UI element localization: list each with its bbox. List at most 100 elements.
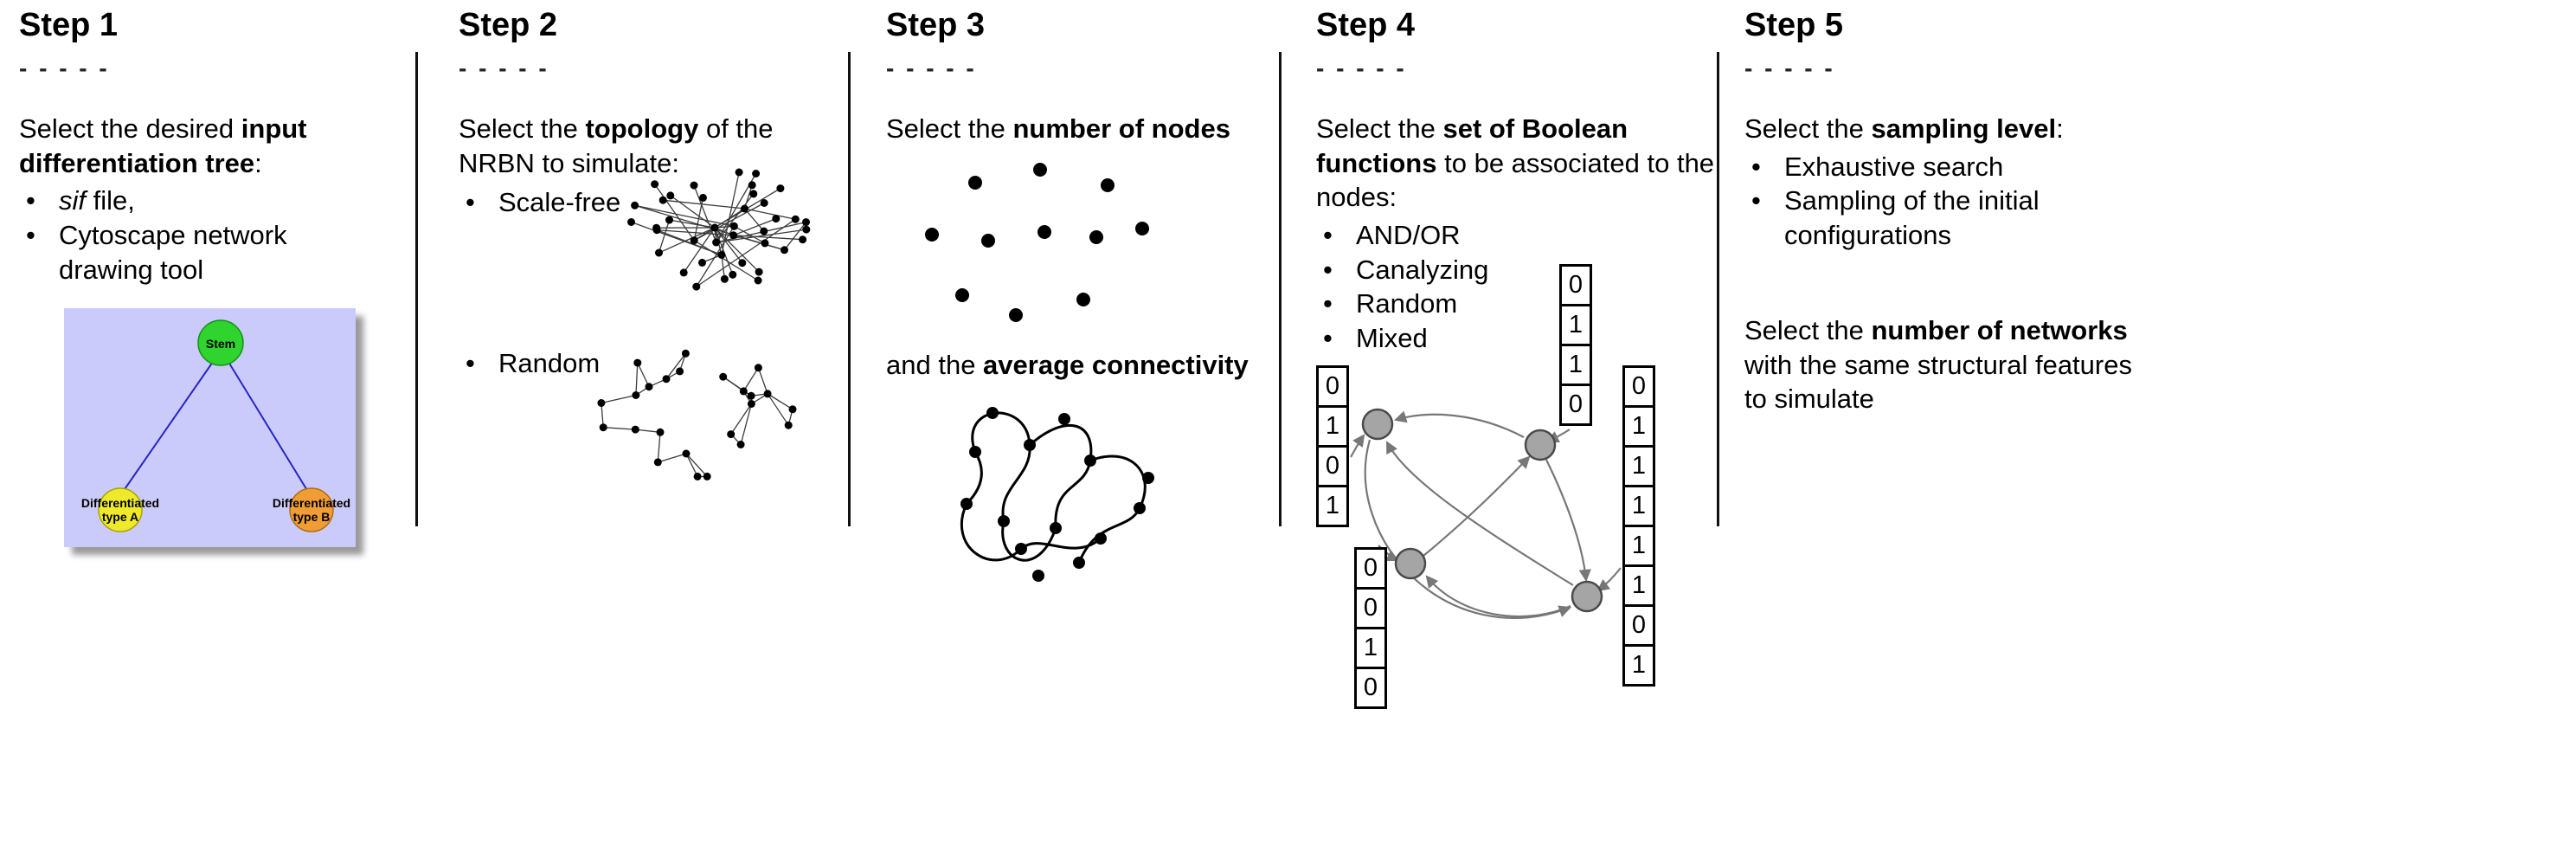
connectivity-curve: [1028, 423, 1093, 530]
step-5-networks-text: Select the number of networks with the s…: [1744, 313, 2160, 416]
dashed-separator: - - - - -: [1744, 55, 1835, 81]
stem-label: Stem: [206, 337, 235, 351]
step-1-column: Step 1 - - - - - Select the desired inpu…: [19, 0, 374, 851]
intro-text: Select the: [459, 113, 586, 144]
connectivity-dots: [960, 407, 1154, 582]
bullet-rest: file,: [86, 185, 135, 216]
bullet-text: Exhaustive search: [1784, 151, 2004, 182]
intro-bold: topology: [585, 113, 699, 144]
network-node: [1524, 429, 1557, 461]
bullet-icon: •: [466, 348, 475, 378]
list-item: • AND/OR: [1316, 218, 1716, 253]
network-edge-arrow: [1423, 455, 1531, 557]
bullet-text: Cytoscape network drawing tool: [59, 220, 287, 285]
step-2-column: Step 2 - - - - - Select the topology of …: [459, 0, 839, 851]
bullet-random: •Random: [459, 346, 600, 381]
random-network-graphic: [597, 349, 797, 480]
truth-table-cell: 1: [1622, 485, 1655, 527]
truth-table-cell: 0: [1559, 384, 1592, 426]
network-edge-arrow: [1425, 575, 1571, 618]
intro-text: :: [2056, 113, 2064, 144]
boolean-network-graphic: [1350, 408, 1622, 619]
bullet-icon: •: [1323, 254, 1333, 285]
bullet-text: AND/OR: [1356, 220, 1461, 251]
intro-bold: input differentiation tree: [19, 113, 307, 178]
intro-text: Select the desired: [19, 113, 241, 144]
truth-table-cell: 0: [1316, 445, 1349, 487]
list-item: • Canalyzing: [1316, 253, 1716, 287]
list-item: • Exhaustive search: [1744, 150, 2177, 184]
scale-free-network-graphic: [627, 168, 811, 291]
step-4-intro: Select the set of Boolean functions to b…: [1316, 112, 1716, 215]
tree-edge: [228, 361, 309, 493]
node-dots: [925, 163, 1149, 322]
truth-table-cell: 1: [1354, 627, 1387, 669]
step-5-title: Step 5: [1744, 7, 1844, 43]
type-a-node: [98, 487, 143, 532]
intro-text: Select the: [1316, 113, 1443, 144]
step-2-intro: Select the topology of the NRBN to simul…: [459, 112, 839, 180]
step-3-title: Step 3: [886, 7, 986, 43]
bullet-text: sif file,: [59, 184, 374, 218]
intro-bold: sampling level: [1871, 113, 2057, 144]
truth-table-cell: 1: [1622, 525, 1655, 567]
truth-table-cell: 1: [1316, 485, 1349, 527]
network-edge-arrow: [1350, 434, 1365, 458]
step-1-title: Step 1: [19, 7, 119, 43]
truth-table-cell: 0: [1559, 264, 1592, 306]
step-4-title: Step 4: [1316, 7, 1416, 43]
step-1-bullet-list: • sif file, •Cytoscape network drawing to…: [19, 184, 374, 287]
bullet-icon: •: [466, 187, 475, 217]
network-node: [1361, 408, 1394, 441]
network-node: [1394, 547, 1427, 580]
step-5-bullet-list: • Exhaustive search •Sampling of the init…: [1744, 150, 2177, 253]
bullet-icon: •: [1751, 151, 1761, 182]
step-3-column: Step 3 - - - - - Select the number of no…: [886, 0, 1275, 851]
list-item: •Sampling of the initial configurations: [1744, 184, 2177, 252]
intro-text: with the same structural features to sim…: [1744, 349, 2132, 415]
network-edge-arrow: [1393, 410, 1525, 438]
network-edge-arrow: [1386, 441, 1574, 586]
column-divider: [1279, 52, 1282, 526]
truth-table-cell: 1: [1622, 405, 1655, 448]
truth-table-cell: 1: [1622, 564, 1655, 607]
intro-text: of the NRBN to simulate:: [459, 113, 774, 178]
network-node: [1571, 580, 1603, 613]
bullet-italic: sif: [59, 185, 86, 216]
truth-table-cell: 1: [1622, 644, 1655, 687]
network-edge-arrow: [1596, 567, 1622, 592]
step-5-intro: Select the sampling level:: [1744, 112, 2177, 146]
bullet-text: Canalyzing: [1356, 254, 1489, 285]
dashed-separator: - - - - -: [19, 55, 110, 81]
intro-text: :: [254, 147, 262, 178]
bullet-scale-free: •Scale-free: [459, 185, 620, 220]
step-3-intro: Select the number of nodes: [886, 112, 1275, 146]
intro-text: and the: [886, 350, 984, 380]
type-b-label-line2: type B: [293, 510, 331, 524]
bullet-icon: •: [26, 185, 35, 216]
step-2-title: Step 2: [459, 7, 558, 43]
bullet-text: Mixed: [1356, 323, 1428, 354]
bullet-icon: •: [1323, 220, 1333, 251]
dashed-separator: - - - - -: [459, 55, 549, 81]
intro-text: to be associated to the nodes:: [1316, 147, 1715, 213]
dashed-separator: - - - - -: [886, 55, 977, 81]
connectivity-curve: [960, 502, 1102, 562]
network-edge-arrow: [1364, 439, 1572, 619]
bullet-icon: •: [1323, 323, 1333, 354]
intro-bold: average connectivity: [983, 350, 1249, 380]
type-a-label-line1: Differentiated: [81, 496, 159, 510]
list-item: •Cytoscape network drawing tool: [19, 218, 374, 287]
type-a-label-line2: type A: [102, 510, 138, 524]
stem-node: [197, 319, 244, 366]
intro-text: Select the: [1744, 315, 1872, 345]
list-item: • sif file,: [19, 184, 374, 218]
truth-table-cell: 0: [1354, 667, 1387, 709]
